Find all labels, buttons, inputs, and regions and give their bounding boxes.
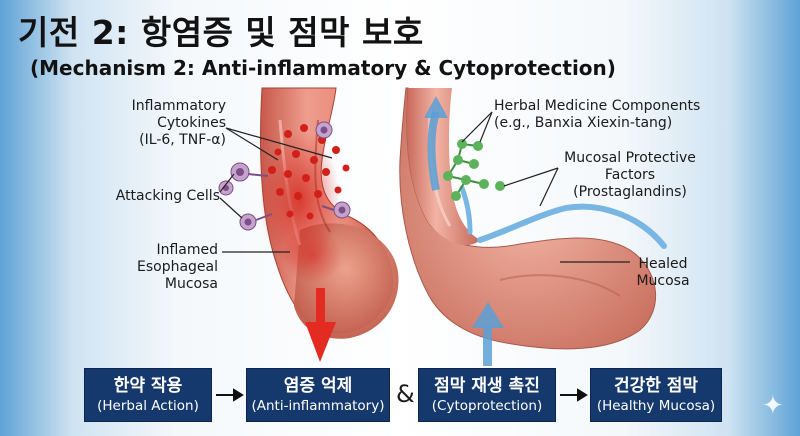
right-leader-lines bbox=[461, 111, 630, 263]
flow-step-healthy-mucosa: 건강한 점막 (Healthy Mucosa) bbox=[590, 368, 722, 422]
label-inflammatory-cytokines: Inflammatory Cytokines (IL-6, TNF-α) bbox=[131, 98, 226, 148]
protection-arrows bbox=[424, 96, 504, 366]
and-symbol: & bbox=[396, 380, 415, 408]
label-inflamed-mucosa: Inflamed Esophageal Mucosa bbox=[136, 242, 218, 292]
flow-step-herbal-action: 한약 작용 (Herbal Action) bbox=[84, 368, 212, 422]
left-leader-lines bbox=[219, 127, 333, 253]
flow-arrows bbox=[216, 388, 588, 402]
attacking-cells bbox=[218, 121, 351, 231]
inflamed-esophagus bbox=[260, 87, 399, 339]
label-protective-factors: Mucosal Protective Factors (Prostaglandi… bbox=[564, 150, 696, 200]
label-attacking-cells: Attacking Cells bbox=[115, 188, 220, 204]
label-herbal-components: Herbal Medicine Components (e.g., Banxia… bbox=[494, 98, 701, 131]
title-korean: 기전 2: 항염증 및 점막 보호 bbox=[18, 13, 424, 52]
flow-step-anti-inflammatory: 염증 억제 (Anti-inflammatory) bbox=[246, 368, 390, 422]
flow-step-cytoprotection: 점막 재생 촉진 (Cytoprotection) bbox=[418, 368, 556, 422]
inflammation-arrow bbox=[305, 288, 336, 362]
title-english: (Mechanism 2: Anti-inflammatory & Cytopr… bbox=[30, 56, 616, 80]
sparkle-icon: ✦ bbox=[762, 391, 784, 421]
label-healed-mucosa: Healed Mucosa bbox=[636, 256, 690, 289]
herbal-molecules bbox=[443, 139, 505, 201]
